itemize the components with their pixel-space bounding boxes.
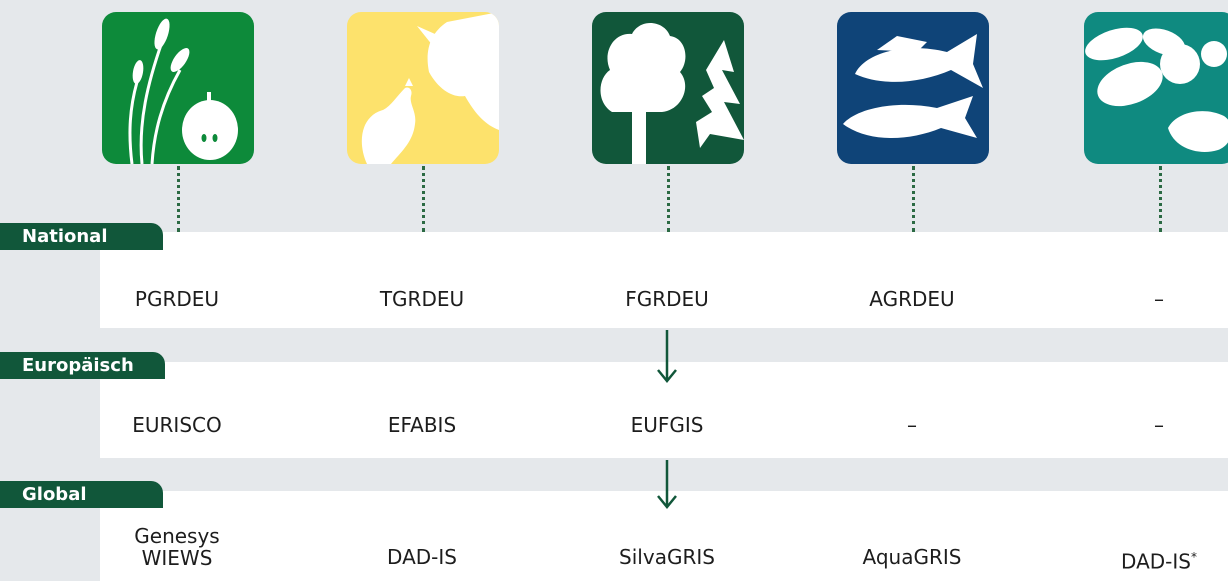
global-insects-label: DAD-IS bbox=[1121, 549, 1191, 574]
european-plants-cell: EURISCO bbox=[132, 413, 222, 437]
global-forest-cell: SilvaGRIS bbox=[619, 545, 715, 569]
national-band bbox=[100, 232, 1228, 328]
connector-line bbox=[177, 166, 180, 232]
connector-line bbox=[912, 166, 915, 232]
level-label-european: Europäisch bbox=[0, 352, 165, 379]
connector-line bbox=[667, 166, 670, 232]
connector-line bbox=[1159, 166, 1162, 232]
arrow-down-icon bbox=[657, 460, 677, 509]
animals-icon bbox=[347, 12, 499, 164]
level-label-global: Global bbox=[0, 481, 163, 508]
level-label-national: National bbox=[0, 223, 163, 250]
insects-icon bbox=[1084, 12, 1228, 164]
connector-line bbox=[422, 166, 425, 232]
forest-icon bbox=[592, 12, 744, 164]
global-aquatic-cell: AquaGRIS bbox=[862, 545, 962, 569]
global-plants-cell: Genesys WIEWS bbox=[134, 524, 220, 570]
arrow-down-icon bbox=[657, 330, 677, 383]
national-plants-cell: PGRDEU bbox=[134, 287, 220, 311]
national-forest-cell: FGRDEU bbox=[625, 287, 709, 311]
global-insects-cell: DAD-IS* bbox=[1044, 545, 1228, 574]
european-forest-cell: EUFGIS bbox=[630, 413, 704, 437]
global-band bbox=[100, 491, 1228, 581]
national-aquatic-cell: AGRDEU bbox=[869, 287, 955, 311]
national-animals-cell: TGRDEU bbox=[379, 287, 465, 311]
european-aquatic-cell: – bbox=[907, 413, 917, 437]
plants-icon bbox=[102, 12, 254, 164]
national-insects-cell: – bbox=[1154, 287, 1164, 311]
aquatic-icon bbox=[837, 12, 989, 164]
global-animals-cell: DAD-IS bbox=[387, 545, 457, 569]
european-animals-cell: EFABIS bbox=[387, 413, 457, 437]
european-insects-cell: – bbox=[1154, 413, 1164, 437]
footnote-mark: * bbox=[1190, 550, 1197, 564]
